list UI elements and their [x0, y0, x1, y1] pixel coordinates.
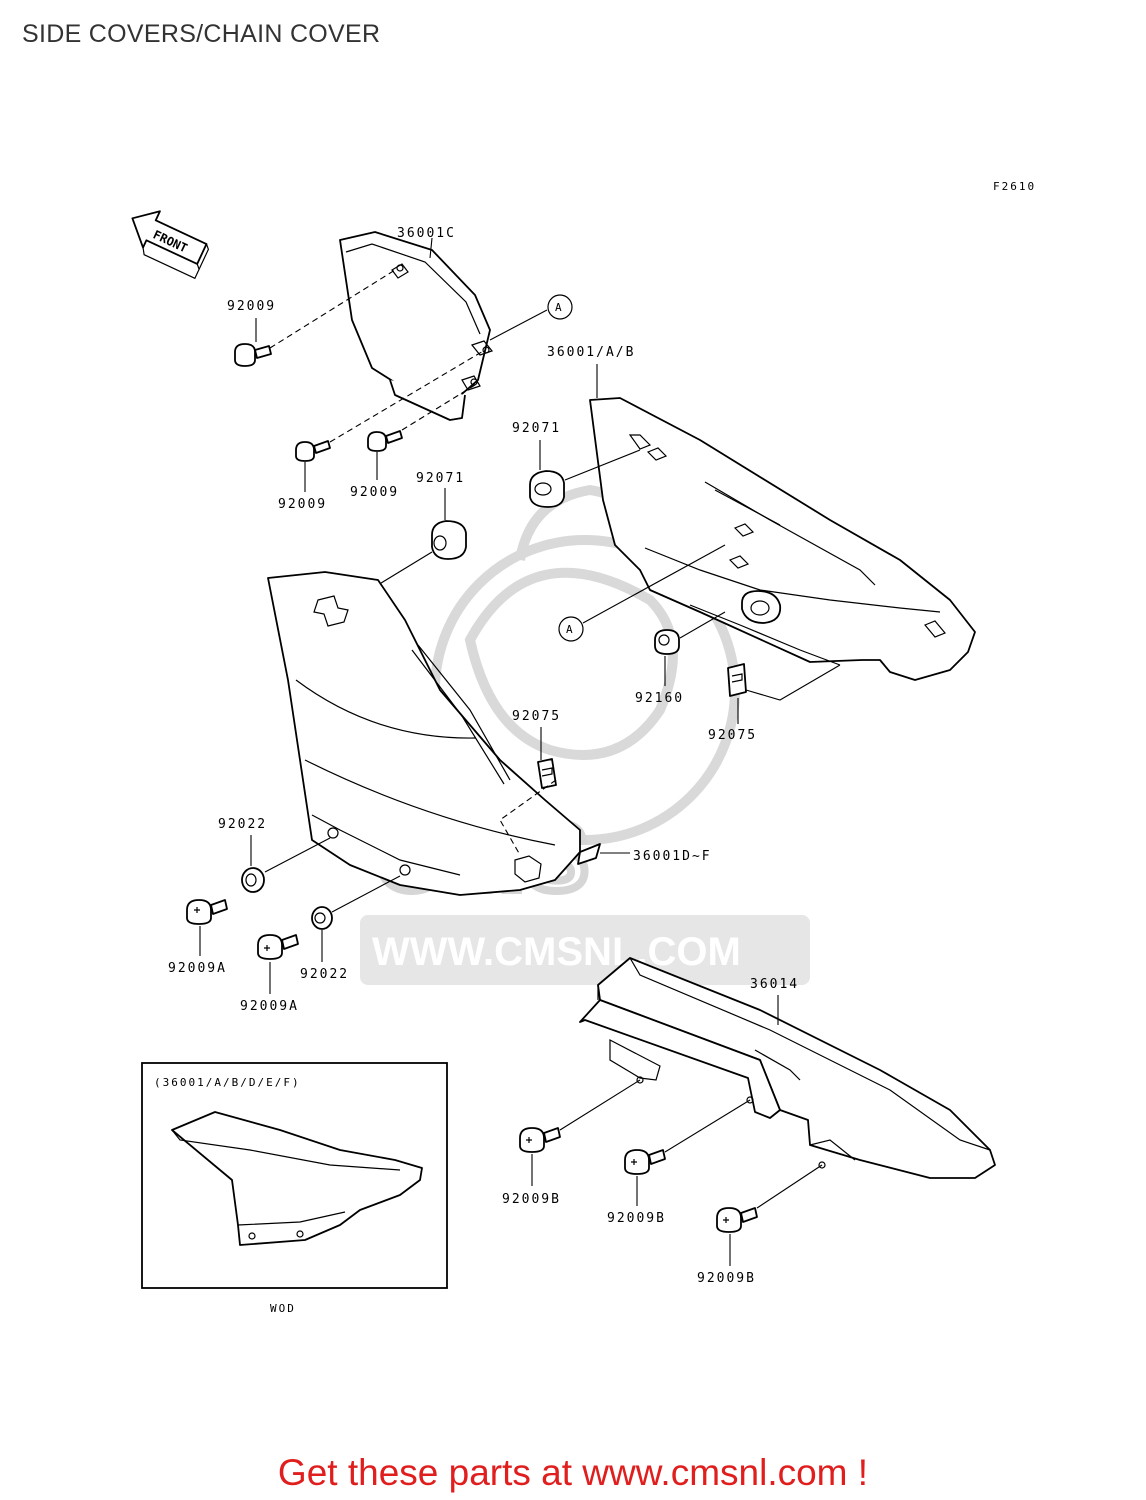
damper-92071-right	[529, 470, 565, 508]
washer-92022-right	[311, 906, 333, 930]
bolt-92009b-mid	[624, 1149, 666, 1175]
label-36014: 36014	[750, 977, 799, 992]
callout-a-upper-label: A	[555, 301, 564, 314]
damper-92071-left	[431, 520, 467, 560]
bolt-92009-top	[234, 343, 272, 367]
callout-a-lower-label: A	[566, 623, 575, 636]
washer-92022-left	[241, 867, 265, 893]
label-92071-b: 92071	[512, 421, 561, 436]
bolt-92009b-left	[519, 1127, 561, 1153]
callout-a-upper	[547, 294, 573, 320]
figure-code: F2610	[993, 180, 1036, 193]
label-36001df: 36001D~F	[633, 849, 712, 864]
label-92009-b: 92009	[278, 497, 327, 512]
chain-cover-36014	[579, 957, 996, 1179]
promo-link[interactable]: Get these parts at www.cmsnl.com !	[277, 1452, 869, 1493]
inset-label: WOD	[270, 1302, 296, 1315]
label-92075-a: 92075	[512, 709, 561, 724]
inset-variant-box: (36001/A/B/D/E/F)	[141, 1062, 448, 1289]
watermark-text: WWW.CMSNL.COM	[372, 930, 741, 974]
label-92071-a: 92071	[416, 471, 465, 486]
label-92022-b: 92022	[300, 967, 349, 982]
front-arrow-icon: FRONT	[131, 210, 210, 280]
label-92009a-b: 92009A	[240, 999, 299, 1014]
clip-92075-right	[727, 663, 747, 697]
callout-a-lower	[558, 616, 584, 642]
parts-diagram: CMS WWW.CMSNL.COM F2610 FRONT 36001C 920…	[131, 180, 1036, 1315]
label-92009b-a: 92009B	[502, 1192, 561, 1207]
bolt-92009-right	[367, 430, 403, 452]
side-cover-36001ab	[589, 397, 976, 681]
label-92075-b: 92075	[708, 728, 757, 743]
label-36001c: 36001C	[397, 226, 456, 241]
side-cover-36001c	[339, 231, 494, 421]
inset-caption: (36001/A/B/D/E/F)	[154, 1076, 301, 1089]
grommet-92160	[654, 629, 680, 655]
side-cover-36001df	[267, 571, 601, 896]
page-title: SIDE COVERS/CHAIN COVER	[22, 20, 381, 48]
label-92009b-b: 92009B	[607, 1211, 666, 1226]
label-92009-c: 92009	[350, 485, 399, 500]
label-92009-a: 92009	[227, 299, 276, 314]
bolt-92009a-right	[257, 934, 299, 960]
label-92009b-c: 92009B	[697, 1271, 756, 1286]
bolt-92009b-right	[716, 1207, 758, 1233]
label-92009a-a: 92009A	[168, 961, 227, 976]
clip-92075-left	[537, 758, 557, 789]
label-36001ab: 36001/A/B	[547, 345, 635, 360]
label-92160: 92160	[635, 691, 684, 706]
bolt-92009-mid	[295, 440, 331, 462]
label-92022-a: 92022	[218, 817, 267, 832]
bolt-92009a-left	[186, 899, 228, 925]
